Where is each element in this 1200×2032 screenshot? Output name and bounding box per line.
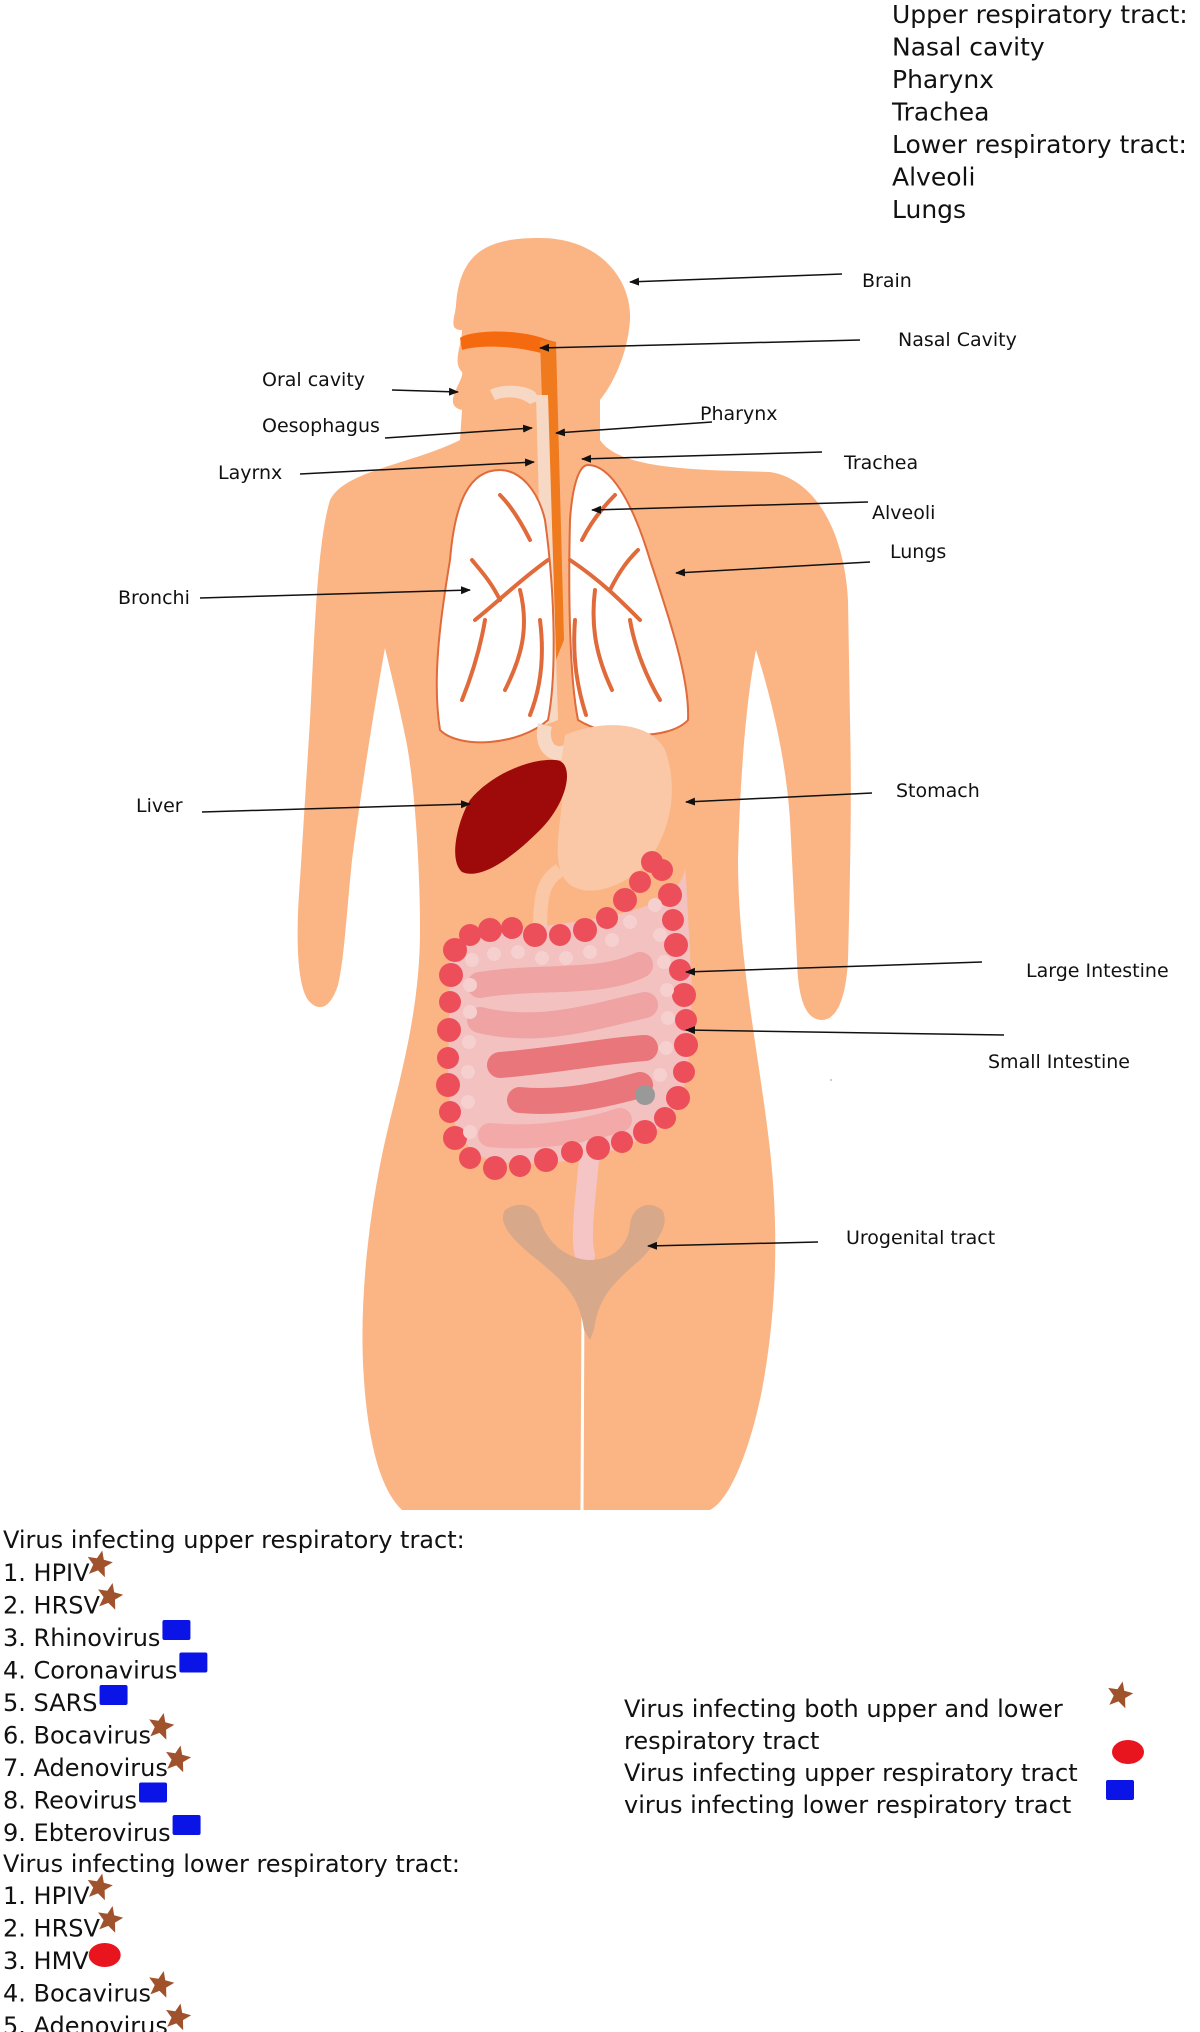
pointer-arrows bbox=[199, 273, 1005, 1250]
lungs bbox=[435, 463, 690, 744]
square-marker-icon bbox=[99, 1685, 128, 1705]
list-item: 5. Adenovirus bbox=[3, 2012, 168, 2032]
note-line: Nasal cavity bbox=[892, 33, 1045, 62]
label-small-intestine: Small Intestine bbox=[988, 1051, 1130, 1073]
lower-virus-list: Virus infecting lower respiratory tract:… bbox=[3, 1850, 460, 2032]
label-layrnx: Layrnx bbox=[218, 462, 282, 484]
note-line: Upper respiratory tract: bbox=[892, 0, 1188, 29]
legend-both-line1: Virus infecting both upper and lower bbox=[624, 1695, 1063, 1723]
note-line: Trachea bbox=[891, 98, 990, 127]
label-nasal-cavity: Nasal Cavity bbox=[898, 329, 1017, 351]
label-brain: Brain bbox=[862, 270, 912, 292]
list-item: 2. HRSV bbox=[3, 1915, 100, 1943]
label-oesophagus: Oesophagus bbox=[262, 415, 380, 437]
label-urogenital-tract: Urogenital tract bbox=[846, 1227, 995, 1249]
list-heading: Virus infecting upper respiratory tract: bbox=[3, 1526, 465, 1554]
note-line: Lungs bbox=[892, 195, 966, 224]
list-item: 6. Bocavirus bbox=[3, 1722, 151, 1750]
list-item: 2. HRSV bbox=[3, 1592, 100, 1620]
upper-virus-list: Virus infecting upper respiratory tract:… bbox=[3, 1526, 465, 1847]
list-item: 9. Ebterovirus bbox=[3, 1819, 171, 1847]
note-line: Alveoli bbox=[892, 163, 975, 192]
respiratory-tract-note: Upper respiratory tract: Nasal cavityPhar… bbox=[891, 0, 1188, 224]
note-line: Lower respiratory tract: bbox=[892, 130, 1187, 159]
organ-labels: Brain Nasal Cavity Oral cavity Oesophagu… bbox=[118, 270, 1169, 1249]
label-lungs: Lungs bbox=[890, 541, 946, 563]
list-item: 8. Reovirus bbox=[3, 1787, 137, 1815]
legend-ellipse-icon bbox=[1112, 1740, 1144, 1764]
list-item: 3. HMV bbox=[3, 1947, 89, 1975]
liver bbox=[455, 759, 567, 874]
legend-star-icon bbox=[1106, 1680, 1134, 1708]
square-marker-icon bbox=[139, 1782, 168, 1803]
list-item: 1. HPIV bbox=[3, 1559, 90, 1587]
stomach bbox=[533, 723, 672, 931]
list-item: 3. Rhinovirus bbox=[3, 1624, 160, 1652]
label-liver: Liver bbox=[136, 795, 183, 817]
legend: Virus infecting both upper and lower res… bbox=[624, 1680, 1144, 1819]
legend-upper: Virus infecting upper respiratory tract bbox=[624, 1759, 1078, 1787]
intestines bbox=[436, 851, 698, 1265]
square-marker-icon bbox=[172, 1815, 201, 1835]
note-line: Pharynx bbox=[892, 65, 994, 94]
square-marker-icon bbox=[162, 1620, 191, 1640]
label-trachea: Trachea bbox=[843, 452, 918, 474]
label-pharynx: Pharynx bbox=[700, 403, 777, 425]
list-heading: Virus infecting lower respiratory tract: bbox=[3, 1850, 460, 1878]
legend-lower: virus infecting lower respiratory tract bbox=[624, 1791, 1071, 1819]
list-item: 4. Coronavirus bbox=[3, 1657, 177, 1685]
list-item: 7. Adenovirus bbox=[3, 1754, 168, 1782]
list-item: 4. Bocavirus bbox=[3, 1980, 151, 2008]
label-bronchi: Bronchi bbox=[118, 587, 190, 609]
label-oral-cavity: Oral cavity bbox=[262, 369, 365, 391]
label-stomach: Stomach bbox=[896, 780, 980, 802]
legend-both-line2: respiratory tract bbox=[624, 1727, 819, 1755]
label-alveoli: Alveoli bbox=[872, 502, 935, 524]
ellipse-marker-icon bbox=[88, 1943, 121, 1967]
urogenital-tract bbox=[502, 1204, 665, 1340]
list-item: 5. SARS bbox=[3, 1689, 98, 1717]
legend-square-icon bbox=[1106, 1780, 1134, 1800]
list-item: 1. HPIV bbox=[3, 1882, 90, 1910]
label-large-intestine: Large Intestine bbox=[1026, 960, 1169, 982]
square-marker-icon bbox=[179, 1652, 208, 1673]
